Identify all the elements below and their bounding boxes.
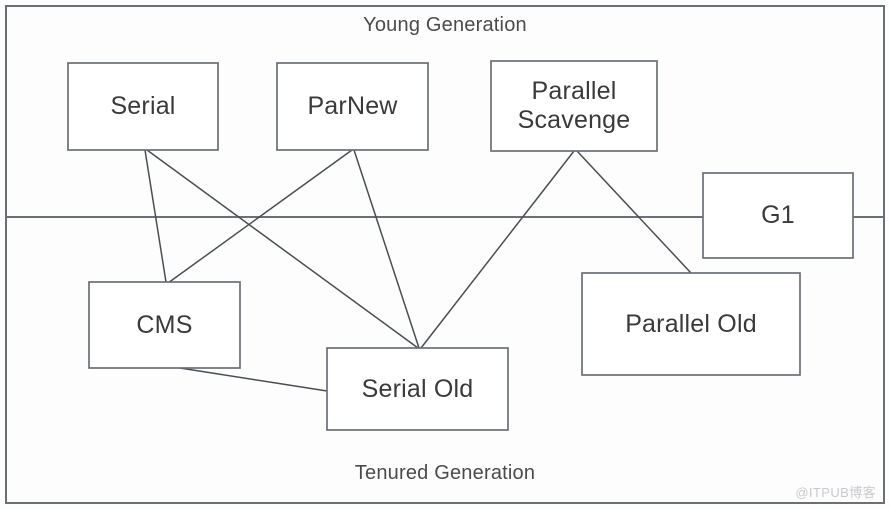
collector-box-serial[interactable] — [67, 62, 219, 151]
connection-parallel-scavenge-to-serial-old — [420, 150, 575, 349]
connection-parallel-scavenge-to-parallel-old — [576, 150, 692, 274]
collector-box-serial-old[interactable] — [326, 347, 509, 431]
connection-cms-to-serial-old — [179, 367, 328, 392]
tenured-generation-label: Tenured Generation — [354, 462, 536, 484]
collector-box-parallel-scavenge[interactable] — [490, 60, 658, 152]
watermark: @ITPUB博客 — [795, 485, 876, 500]
young-generation-label: Young Generation — [363, 14, 527, 36]
collector-boxes-group — [67, 60, 854, 431]
collector-box-parallel-old[interactable] — [581, 272, 801, 376]
connection-parnew-to-cms — [167, 149, 353, 284]
connection-serial-to-serial-old — [146, 149, 419, 349]
collector-box-g1[interactable] — [702, 172, 854, 259]
connection-parnew-to-serial-old — [353, 149, 420, 349]
connection-serial-to-cms — [144, 149, 167, 283]
collector-box-parnew[interactable] — [276, 62, 429, 151]
collector-box-cms[interactable] — [88, 281, 241, 369]
connection-lines-group — [144, 149, 692, 392]
